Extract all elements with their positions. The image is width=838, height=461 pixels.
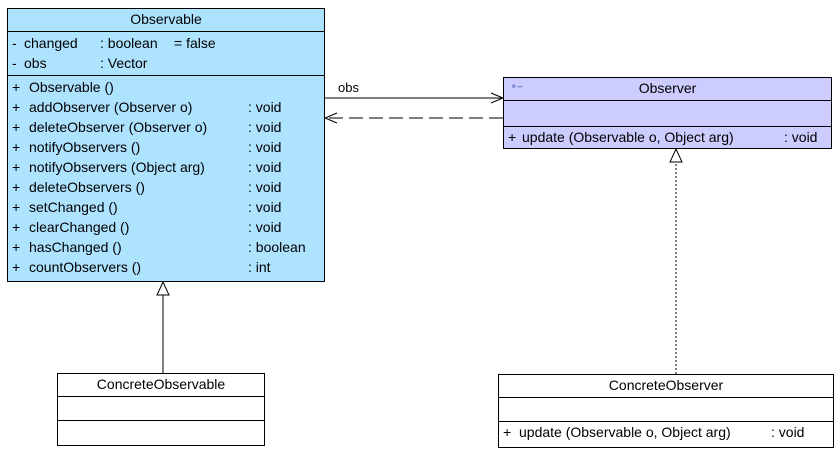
uml-text: + [12,199,21,215]
uml-text: + [12,99,21,115]
uml-text: + [12,119,21,135]
operation-row: + countObservers () : int [8,257,324,277]
dependency-arrowhead [323,112,338,124]
operation-row: + deleteObservers () : void [8,177,324,197]
observer-operations: + update (Observable o, Object arg) : void [504,126,831,147]
interface-icon: ⚬– [510,81,523,91]
concrete-observable-operations [58,420,264,444]
attribute-default: = false [174,35,216,51]
uml-text: : void [248,199,282,215]
uml-text: addObserver (Observer o) [29,99,193,115]
uml-text: update (Observable o, Object arg) [522,129,734,145]
operation-row: + clearChanged () : void [8,217,324,237]
realization-arrowhead [669,147,683,163]
uml-text: deleteObserver (Observer o) [29,119,208,135]
attribute-type: : boolean [100,35,158,51]
uml-text: notifyObservers () [29,139,141,155]
concrete-observer-operations: + update (Observable o, Object arg) : void [499,421,833,442]
uml-text: + [12,239,21,255]
uml-text: deleteObservers () [29,179,145,195]
uml-text: : void [248,219,282,235]
uml-text: : void [248,159,282,175]
attribute-visibility: - [12,35,17,51]
uml-text: : void [248,139,282,155]
uml-text: setChanged () [29,199,118,215]
generalization-arrowhead [156,280,170,296]
operation-row: + hasChanged () : boolean [8,237,324,257]
concrete-observer-class-name: ConcreteObserver [608,377,724,393]
uml-text: : void [784,129,818,145]
uml-text: : void [248,99,282,115]
uml-text: : int [248,259,271,275]
attribute-row: - changed : boolean = false [8,33,324,53]
uml-text: hasChanged () [29,239,122,255]
uml-text: + [12,159,21,175]
uml-text: : boolean [248,239,306,255]
uml-text: Observable () [29,79,114,95]
observer-attributes [504,100,831,126]
observable-class-name: Observable [130,11,202,27]
operation-row: + notifyObservers () : void [8,137,324,157]
observer-class-name: Observer [638,80,697,96]
uml-text: + [12,179,21,195]
observer-class-name-section: ⚬– Observer [504,78,831,100]
observable-attributes: - changed : boolean = false - obs : Vect… [8,31,324,75]
uml-text: : void [248,119,282,135]
association-label: obs [338,80,359,95]
attribute-row: - obs : Vector [8,53,324,73]
uml-text: + [12,139,21,155]
uml-text: : void [248,179,282,195]
operation-row: + Observable () [8,77,324,97]
uml-text: update (Observable o, Object arg) [519,424,731,440]
operation-row: + update (Observable o, Object arg) : void [504,127,831,147]
uml-text: + [503,424,512,440]
concrete-observer-class[interactable]: ConcreteObserver + update (Observable o, … [498,374,834,448]
attribute-type: : Vector [100,55,148,71]
observable-class[interactable]: Observable - changed : boolean = false -… [7,8,325,282]
uml-text: + [508,129,517,145]
uml-text: + [12,259,21,275]
uml-text: + [12,219,21,235]
operation-row: + update (Observable o, Object arg) : void [499,422,833,442]
uml-text: countObservers () [29,259,142,275]
uml-text: : void [771,424,805,440]
uml-text: clearChanged () [29,219,130,235]
attribute-visibility: - [12,55,17,71]
operation-row: + setChanged () : void [8,197,324,217]
observer-interface[interactable]: ⚬– Observer + update (Observable o, Objec… [503,77,832,149]
attribute-name: changed [24,35,78,51]
uml-text: + [12,79,21,95]
operation-row: + deleteObserver (Observer o) : void [8,117,324,137]
concrete-observable-class[interactable]: ConcreteObservable [57,373,265,446]
uml-text: notifyObservers (Object arg) [29,159,205,175]
operation-row: + addObserver (Observer o) : void [8,97,324,117]
concrete-observable-class-name: ConcreteObservable [96,376,226,392]
attribute-name: obs [24,55,47,71]
concrete-observable-attributes [58,396,264,420]
operation-row: + notifyObservers (Object arg) : void [8,157,324,177]
concrete-observer-attributes [499,397,833,421]
observable-operations: + Observable () + addObserver (Observer o)… [8,75,324,277]
